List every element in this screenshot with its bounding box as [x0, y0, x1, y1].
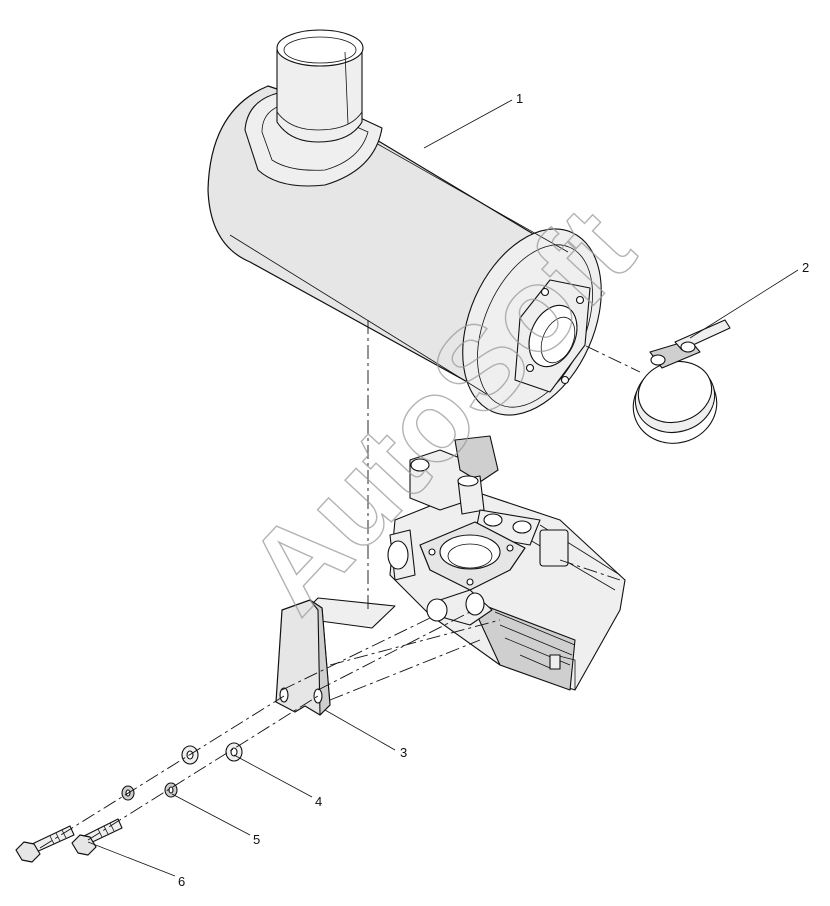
- alignment-lines: [39, 320, 641, 849]
- callout-2: 2: [802, 260, 809, 275]
- leader-lines: [87, 99, 799, 877]
- callout-5: 5: [253, 832, 260, 847]
- engine-block: [387, 435, 626, 691]
- callout-4: 4: [315, 794, 322, 809]
- callout-3: 3: [400, 745, 407, 760]
- callout-1: 1: [516, 91, 523, 106]
- pipe-clamp: [632, 319, 731, 444]
- callout-6: 6: [178, 874, 185, 889]
- muffler: [207, 29, 602, 416]
- hex-bolts: [15, 818, 123, 863]
- callout-numbers: 1 2 3 4 5 6: [178, 91, 809, 889]
